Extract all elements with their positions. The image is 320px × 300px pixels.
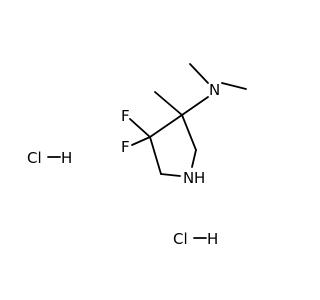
atom-h-2: H <box>207 230 218 248</box>
atom-f-bottom: F <box>121 138 130 156</box>
atom-h-ring: H <box>194 169 205 187</box>
bond-c4-f-bottom <box>131 136 151 146</box>
atom-n-amine: N <box>209 81 220 99</box>
bond-c3-c2 <box>181 114 197 151</box>
atom-f-top: F <box>121 107 130 125</box>
bond-c3-c4 <box>149 114 183 138</box>
atom-n-ring: N <box>183 169 194 187</box>
atom-label-layer: F F N N H Cl H Cl H <box>27 81 220 248</box>
bond-c4-c5 <box>149 136 162 175</box>
chemical-structure-diagram: F F N N H Cl H Cl H <box>27 63 247 248</box>
bond-n-methyl-left <box>189 63 209 84</box>
atom-cl-2: Cl <box>173 230 188 248</box>
bond-n-methyl-right <box>221 82 247 90</box>
bond-c4-f-top <box>129 118 151 138</box>
atom-cl-1: Cl <box>27 149 42 167</box>
bond-n-c3 <box>181 96 209 116</box>
bond-layer <box>47 63 247 239</box>
bond-c2-n <box>191 149 197 168</box>
bond-c5-n <box>160 173 181 177</box>
atom-h-1: H <box>61 149 72 167</box>
bond-c3-methyl <box>154 91 183 116</box>
